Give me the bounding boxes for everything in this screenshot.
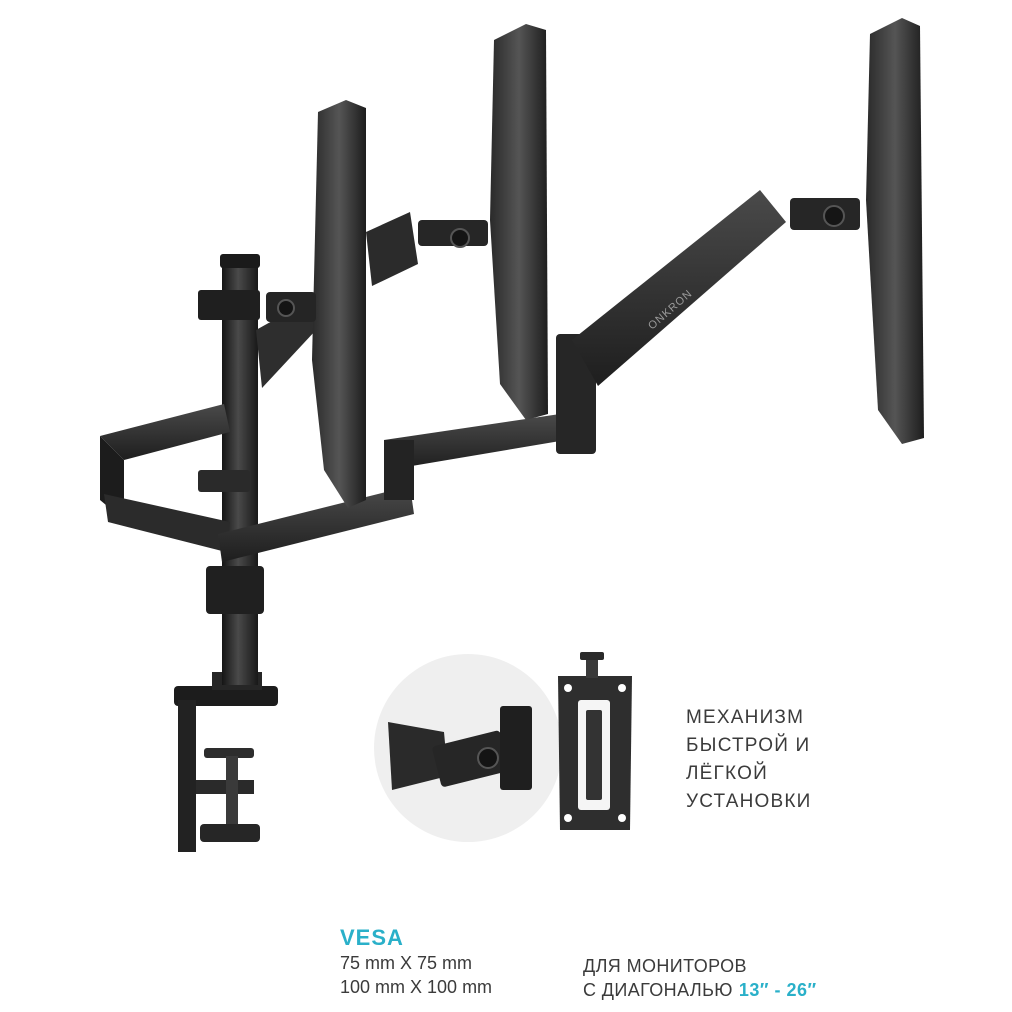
caption-line-2: БЫСТРОЙ И [686,735,811,756]
monitor-middle [490,24,548,420]
main-pole [198,254,264,685]
vesa-spec: VESA 75 mm X 75 mm 100 mm X 100 mm [340,926,560,999]
diagonal-line-1: ДЛЯ МОНИТОРОВ [583,956,747,976]
arm-middle [218,212,566,562]
vesa-title: VESA [340,925,404,950]
caption-line-1: МЕХАНИЗМ [686,707,805,728]
vesa-size-2: 100 mm X 100 mm [340,977,493,997]
arm-right: ONKRON [556,190,860,454]
vesa-plate [558,652,632,830]
caption-line-4: УСТАНОВКИ [686,791,812,812]
monitor-left [266,100,366,508]
quick-mount-inset [374,654,562,842]
quick-mount-caption: МЕХАНИЗМ БЫСТРОЙ И ЛЁГКОЙ УСТАНОВКИ [686,704,876,816]
arm-left [100,300,316,552]
monitor-right [866,18,924,444]
vesa-size-1: 75 mm X 75 mm [340,953,473,973]
caption-line-3: ЛЁГКОЙ [686,763,768,784]
diagonal-label: С ДИАГОНАЛЬЮ [583,980,733,1000]
diagonal-range: 13″ - 26″ [738,980,817,1000]
desk-clamp [174,672,278,852]
